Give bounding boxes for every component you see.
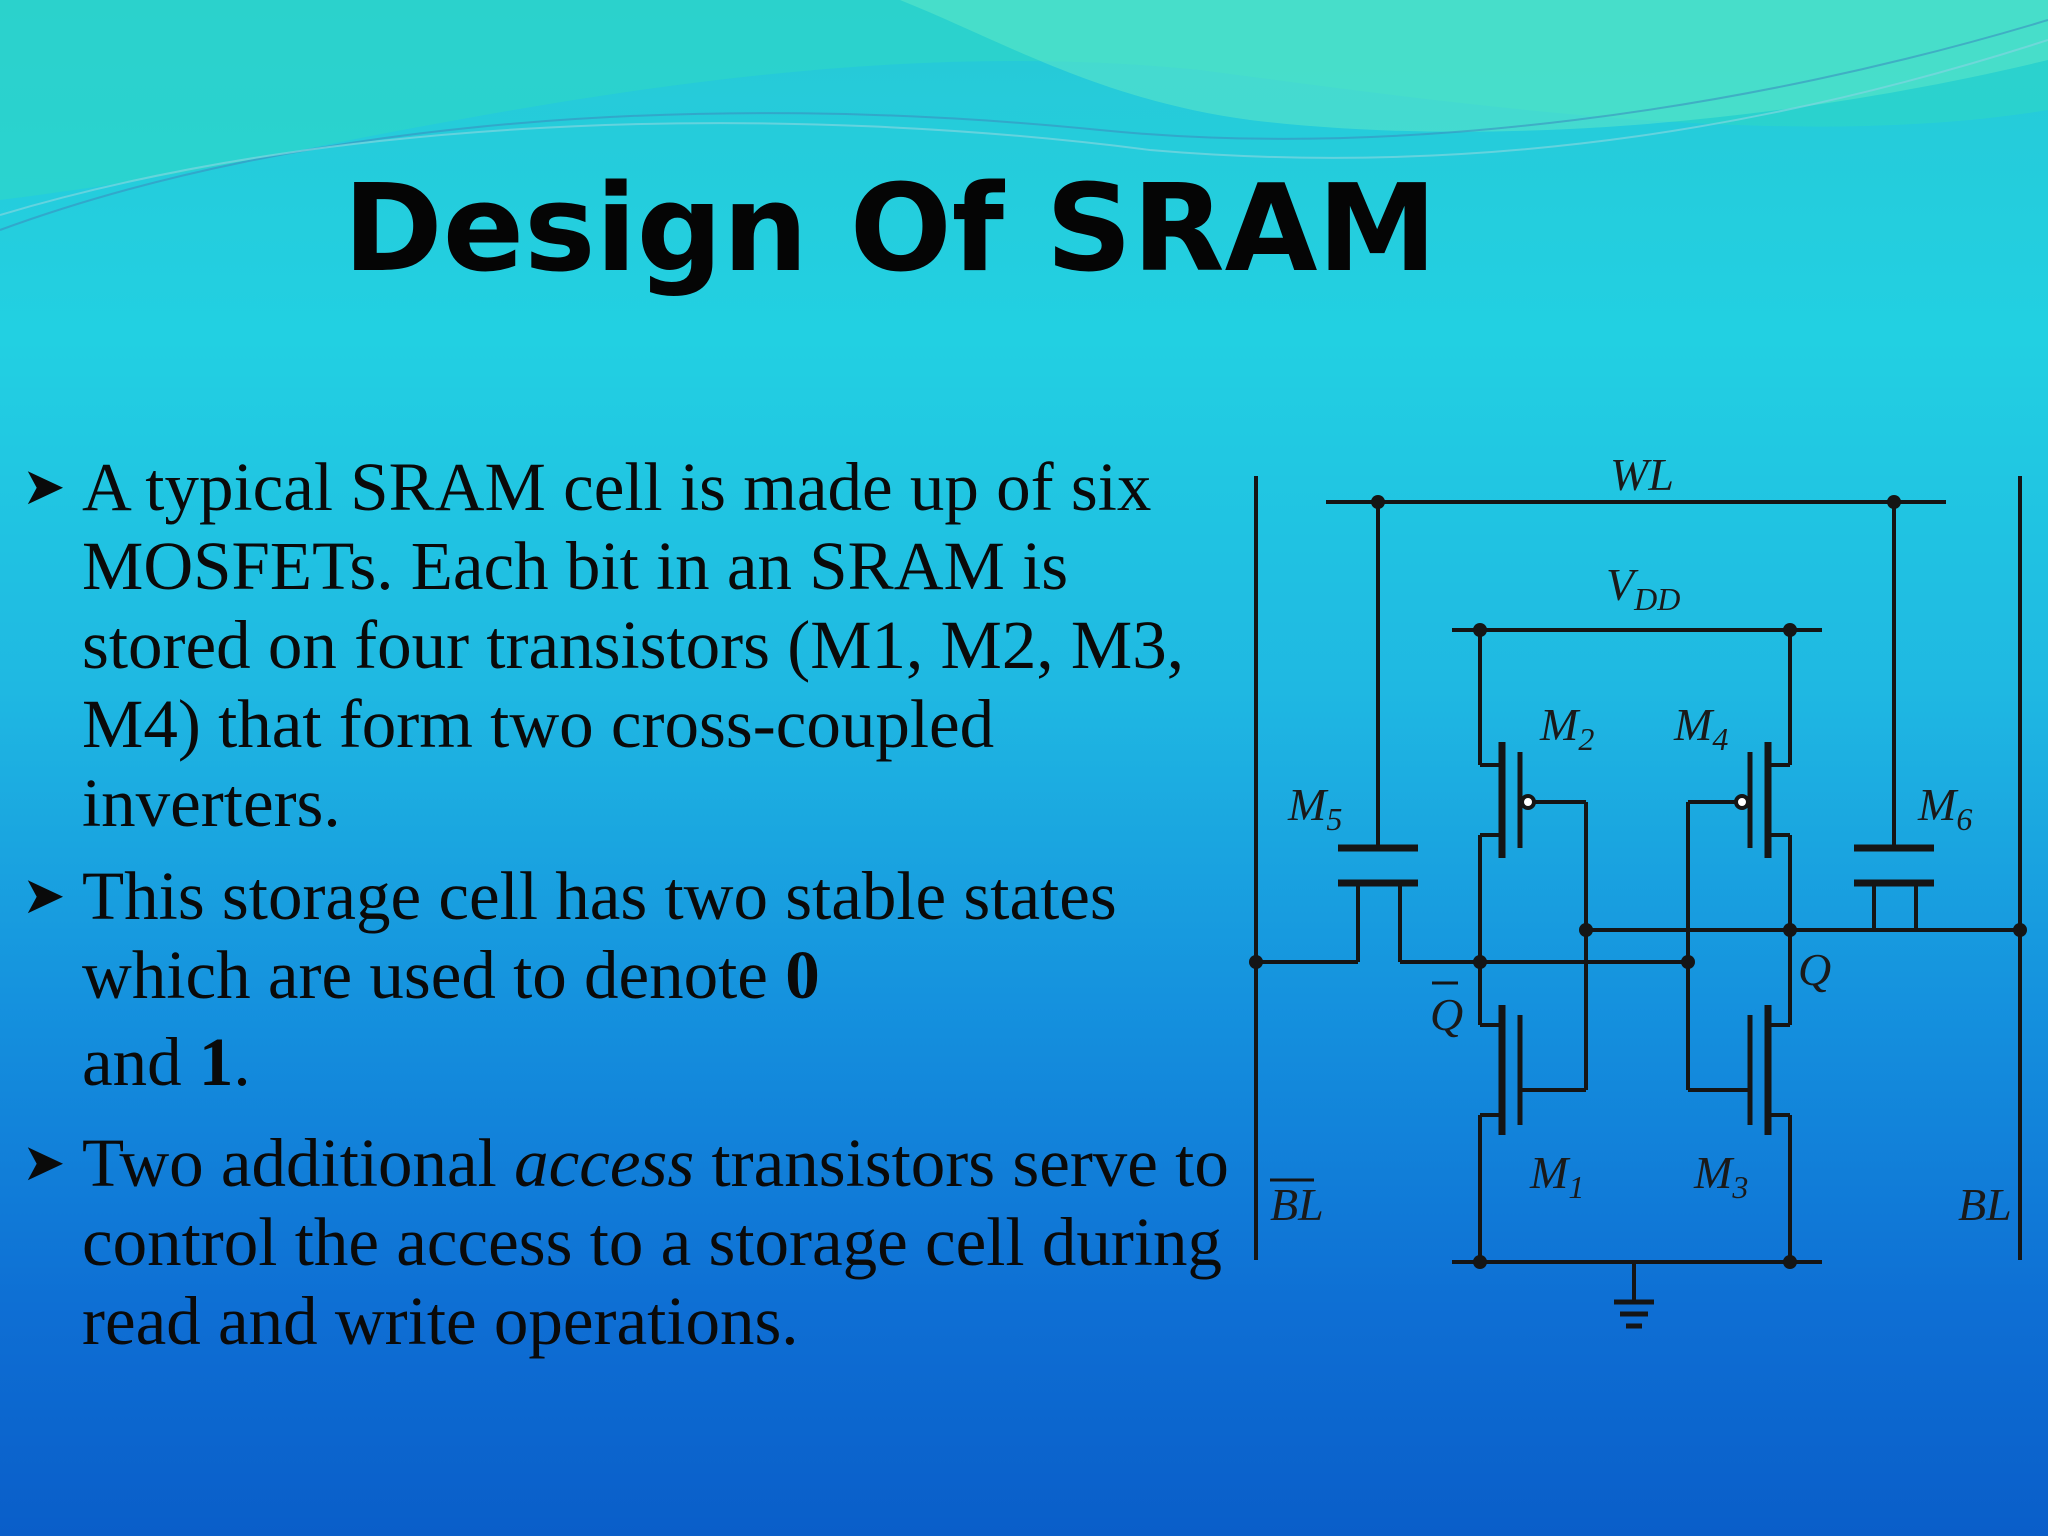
arrow-bullet-icon: ➤ — [22, 457, 66, 517]
vdd-label: VDD — [1606, 559, 1680, 617]
sram-circuit-diagram: WL VDD BL BL Q Q M1 M2 M3 M4 M5 M6 — [1249, 449, 2027, 1329]
m1-sub: 1 — [1568, 1169, 1584, 1205]
q-label: Q — [1798, 944, 1831, 995]
bullet-text-part: Two additional — [82, 1125, 515, 1201]
m5-sub: 5 — [1326, 801, 1342, 837]
bitline-label: BL — [1958, 1179, 2012, 1230]
transistor-label-m6: M6 — [1917, 779, 1972, 837]
header-wave-decoration — [0, 0, 2048, 231]
circuit-junctions — [1249, 495, 2027, 1269]
m1-main: M — [1529, 1147, 1571, 1198]
arrow-bullet-icon: ➤ — [22, 1133, 66, 1193]
bullet-text-part: transistors serve to control the access … — [82, 1125, 1229, 1359]
m2-main: M — [1539, 699, 1581, 750]
arrow-bullet-icon: ➤ — [22, 866, 66, 926]
slide-title: Design Of SRAM — [343, 160, 1437, 299]
bullet-text: A typical SRAM cell is made up of six MO… — [82, 449, 1185, 841]
bold-one: 1 — [198, 1024, 234, 1100]
transistor-label-m5: M5 — [1287, 779, 1342, 837]
bullet-text: This storage cell has two stable states … — [82, 858, 1117, 1013]
bullet-item: ➤ Two additional access transistors serv… — [22, 1124, 1232, 1361]
vdd-main: V — [1606, 559, 1639, 610]
bullet-text-part: and — [82, 1024, 199, 1100]
transistor-label-m4: M4 — [1673, 699, 1728, 757]
m4-sub: 4 — [1712, 721, 1728, 757]
m3-main: M — [1693, 1147, 1735, 1198]
bullet-item: ➤ This storage cell has two stable state… — [22, 857, 1232, 1110]
bold-zero: 0 — [785, 937, 820, 1013]
italic-access: access — [514, 1125, 695, 1201]
bullet-list: ➤ A typical SRAM cell is made up of six … — [22, 448, 1232, 1361]
transistor-label-m3: M3 — [1693, 1147, 1748, 1205]
circuit-wires — [1254, 476, 2022, 1329]
bullet-text-part: This storage cell has two stable states … — [82, 858, 1117, 1013]
m6-sub: 6 — [1956, 801, 1972, 837]
bullet-text: Two additional access transistors serve … — [82, 1125, 1229, 1359]
vdd-sub: DD — [1633, 581, 1680, 617]
q-bar-label: Q — [1430, 989, 1463, 1040]
m4-main: M — [1673, 699, 1715, 750]
m3-sub: 3 — [1731, 1169, 1748, 1205]
wordline-label: WL — [1610, 449, 1674, 500]
m2-sub: 2 — [1578, 721, 1594, 757]
m5-main: M — [1287, 779, 1329, 830]
transistor-label-m1: M1 — [1529, 1147, 1584, 1205]
bullet-item: ➤ A typical SRAM cell is made up of six … — [22, 448, 1232, 843]
bullet-text-part: . — [233, 1024, 251, 1100]
bitline-bar-label: BL — [1270, 1179, 1324, 1230]
m6-main: M — [1917, 779, 1959, 830]
transistor-label-m2: M2 — [1539, 699, 1594, 757]
bullet-text-line: and 1. — [82, 1024, 251, 1100]
